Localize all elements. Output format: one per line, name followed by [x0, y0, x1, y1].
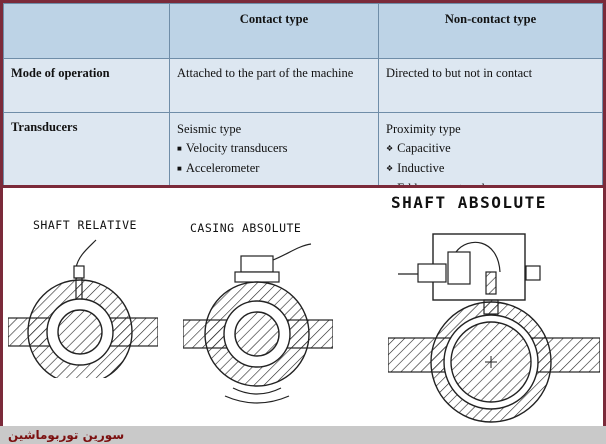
header-noncontact-type: Non-contact type	[378, 3, 603, 59]
comparison-table: Contact type Non-contact type Mode of op…	[3, 3, 603, 200]
list-item: Velocity transducers	[177, 139, 378, 159]
noncontact-title: Proximity type	[386, 122, 461, 136]
contact-title: Seismic type	[177, 122, 242, 136]
shaft-absolute-drawing	[388, 233, 600, 423]
shaft-relative-drawing	[8, 239, 158, 378]
footer-bar: سورین توربوماشین	[0, 426, 606, 444]
header-blank-cell	[3, 3, 170, 59]
caption-shaft-relative: SHAFT RELATIVE	[33, 218, 137, 232]
figures-panel: SHAFT RELATIVE CASING ABSOLUTE SHAFT ABS…	[3, 188, 603, 426]
list-item-text: Velocity transducers	[185, 141, 288, 155]
list-item: Capacitive	[386, 139, 602, 159]
cell-contact-mode: Attached to the part of the machine	[169, 58, 379, 113]
row-label-mode: Mode of operation	[3, 58, 170, 113]
caption-shaft-absolute: SHAFT ABSOLUTE	[391, 193, 547, 212]
casing-absolute-drawing	[183, 243, 333, 404]
brand-label: سورین توربوماشین	[8, 428, 125, 442]
cell-noncontact-mode: Directed to but not in contact	[378, 58, 603, 113]
table-header-row: Contact type Non-contact type	[3, 3, 603, 59]
list-item-text: Capacitive	[397, 141, 451, 155]
list-item-text: Accelerometer	[185, 161, 260, 175]
table-row: Mode of operation Attached to the part o…	[3, 58, 603, 113]
section-divider	[0, 185, 606, 188]
list-item: Accelerometer	[177, 159, 378, 179]
list-item-text: Inductive	[397, 161, 445, 175]
header-contact-type: Contact type	[169, 3, 379, 59]
caption-casing-absolute: CASING ABSOLUTE	[190, 221, 302, 235]
list-item: Inductive	[386, 159, 602, 179]
